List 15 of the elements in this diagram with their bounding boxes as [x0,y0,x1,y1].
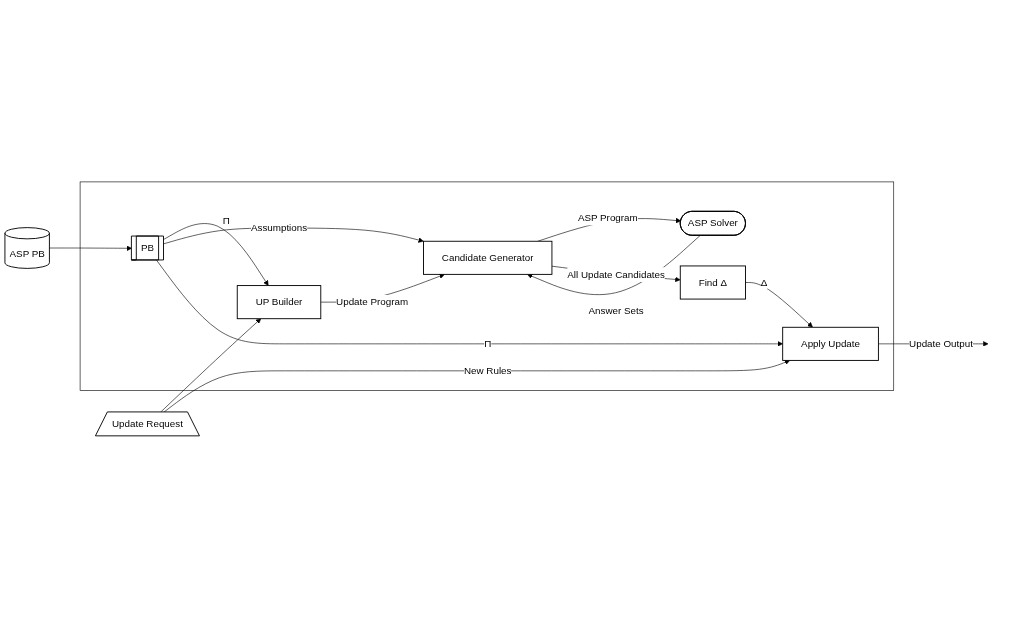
cluster [79,181,895,391]
edge-label: ASP Program [577,212,638,223]
edge-label: Π [484,337,492,349]
node-box: UP Builder [236,284,322,319]
node-box: Find Δ [679,265,746,300]
edge-label: Δ [760,276,768,288]
edge-label: New Rules [463,364,512,376]
edge-label: Update Output [909,337,973,349]
edge-label: All Update Candidates [567,268,665,280]
edge-label: Π [222,214,230,226]
node-box: Candidate Generator [423,240,553,275]
edge-label: Answer Sets [588,305,644,316]
edge-label: Update Program [336,296,409,307]
edge-label: Assumptions [250,222,308,233]
node-box: Apply Update [782,326,879,361]
